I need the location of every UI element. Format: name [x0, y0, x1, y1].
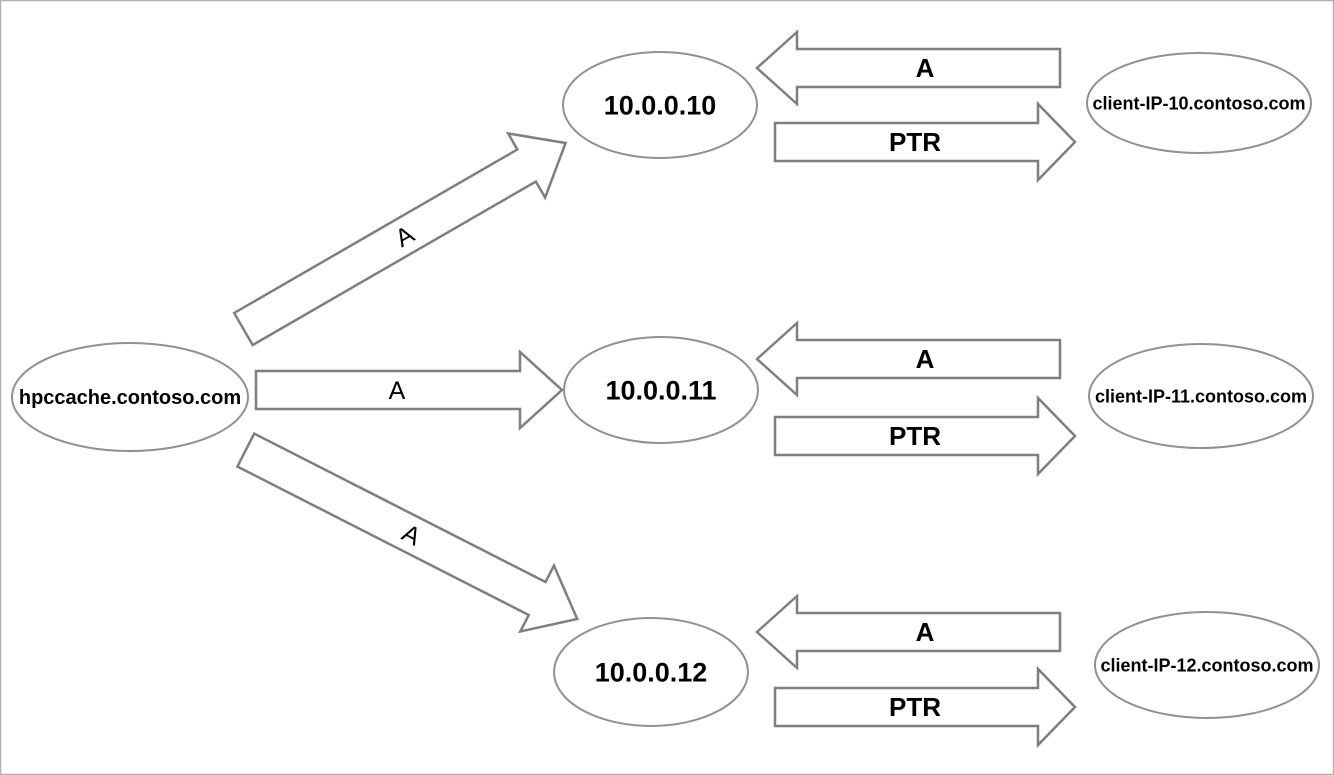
- client-node-label-row1: client-IP-10.contoso.com: [1092, 93, 1305, 113]
- resolve-arrow-row1: A: [232, 131, 568, 347]
- client-node-row3: client-IP-12.contoso.com: [1094, 611, 1320, 719]
- ptr-record-arrow-shape-row1: [773, 100, 1077, 184]
- resolve-arrow-label-row2: A: [389, 377, 406, 405]
- resolve-arrow-shape-row1: [232, 131, 568, 347]
- a-record-arrow-label-row3: A: [916, 617, 935, 647]
- ptr-record-arrow-row1: PTR: [773, 100, 1077, 184]
- client-node-row1: client-IP-10.contoso.com: [1086, 52, 1312, 154]
- source-node-ellipse: [11, 342, 249, 452]
- ptr-record-arrow-shape-row2: [773, 394, 1077, 478]
- client-node-ellipse-row2: [1088, 343, 1314, 449]
- a-record-arrow-label-row1: A: [916, 53, 935, 83]
- ip-node-row3: 10.0.0.12: [553, 617, 749, 727]
- ptr-record-arrow-row3: PTR: [773, 665, 1077, 749]
- ptr-record-arrow-label-row1: PTR: [889, 127, 941, 157]
- a-record-arrow-row3: A: [755, 593, 1062, 671]
- resolve-arrow-shape-row2: [254, 349, 564, 431]
- client-node-ellipse-row3: [1094, 611, 1320, 719]
- resolve-arrow-row3: A: [235, 431, 579, 634]
- client-node-ellipse-row1: [1086, 52, 1312, 154]
- ip-node-label-row2: 10.0.0.11: [605, 375, 716, 405]
- resolve-arrow-row2: A: [254, 349, 564, 431]
- a-record-arrow-shape-row2: [755, 320, 1062, 398]
- a-record-arrow-shape-row1: [755, 29, 1062, 107]
- source-node: hpccache.contoso.com: [11, 342, 249, 452]
- a-record-arrow-row1: A: [755, 29, 1062, 107]
- ip-node-row2: 10.0.0.11: [563, 336, 759, 444]
- ip-node-row1: 10.0.0.10: [562, 51, 758, 159]
- ip-node-label-row3: 10.0.0.12: [595, 657, 708, 687]
- a-record-arrow-shape-row3: [755, 593, 1062, 671]
- ip-node-label-row1: 10.0.0.10: [604, 90, 717, 120]
- ip-node-ellipse-row2: [563, 336, 759, 444]
- ip-node-ellipse-row3: [553, 617, 749, 727]
- source-node-label: hpccache.contoso.com: [19, 387, 241, 409]
- client-node-row2: client-IP-11.contoso.com: [1088, 343, 1314, 449]
- ptr-record-arrow-row2: PTR: [773, 394, 1077, 478]
- ip-node-ellipse-row1: [562, 51, 758, 159]
- resolve-arrow-shape-row3: [235, 431, 579, 634]
- a-record-arrow-row2: A: [755, 320, 1062, 398]
- ptr-record-arrow-label-row3: PTR: [889, 692, 941, 722]
- client-node-label-row3: client-IP-12.contoso.com: [1100, 655, 1313, 675]
- ptr-record-arrow-shape-row3: [773, 665, 1077, 749]
- a-record-arrow-label-row2: A: [916, 344, 935, 374]
- client-node-label-row2: client-IP-11.contoso.com: [1095, 386, 1307, 406]
- ptr-record-arrow-label-row2: PTR: [889, 421, 941, 451]
